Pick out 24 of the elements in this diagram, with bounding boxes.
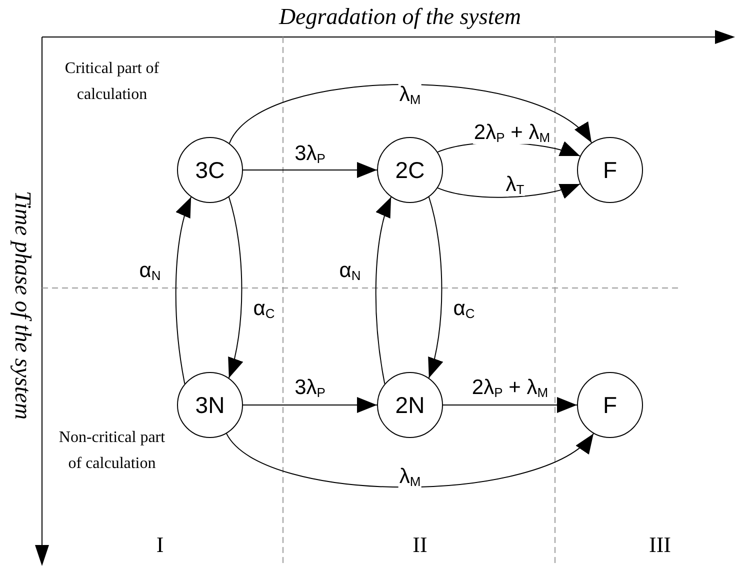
arrow [242,162,378,178]
arrow [437,183,581,198]
arrow [427,196,442,378]
edge-label: λ$_{M}$ [398,465,422,488]
edge-label: λ$_{M}$ [398,83,422,106]
zone-label: II [412,531,428,559]
arrow [442,397,578,413]
edge-label: 3λ$_{P}$ [294,376,326,399]
arrow [227,196,242,378]
zone-label: III [648,531,672,559]
edge-label: λ$_{T}$ [504,173,526,196]
region-label: Critical part of calculation [64,59,160,105]
arrow [375,196,392,384]
axis-title: Degradation of the system [278,3,522,31]
arrow [242,397,378,413]
arrow [228,84,592,144]
edge-label: 2λ$_{P}$ + λ$_{M}$ [470,376,550,399]
region-label: Non-critical part of calculation [58,428,166,474]
edge-label: 3λ$_{P}$ [294,142,326,165]
axis-title: Time phase of the system [9,190,36,422]
edge-label: 2λ$_{P}$ + λ$_{M}$ [472,121,552,144]
arrow [226,433,594,488]
zone-label: I [155,531,165,559]
arrow [175,196,192,384]
